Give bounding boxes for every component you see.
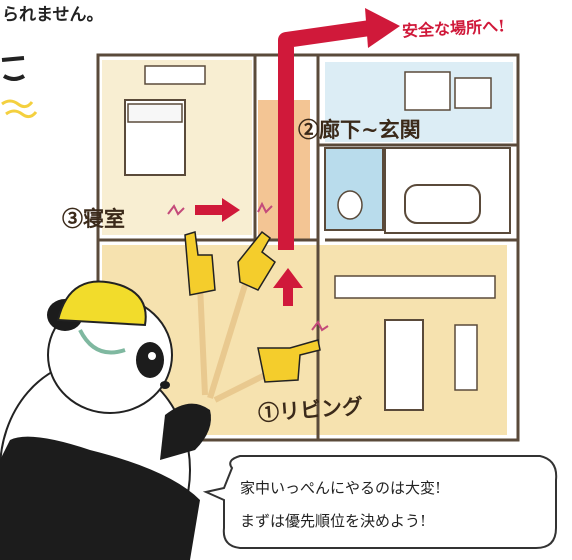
living-counter (334, 275, 496, 299)
panda-eye-patch (136, 342, 164, 378)
pointer-stick-2 (207, 284, 248, 399)
toilet (337, 190, 363, 220)
foam-finger-3 (257, 339, 321, 383)
tv-cabinet (454, 324, 478, 391)
room-label-bedroom: ③寝室 (62, 206, 125, 231)
evacuation-arrow-path (278, 20, 372, 250)
panda-arm (160, 403, 211, 460)
speech-bubble-line-2: まずは優先順位を決めよう! (240, 512, 427, 530)
bathtub (404, 184, 481, 224)
speech-bubble (202, 455, 558, 549)
room-label-hallway: ②廊下~玄関 (298, 117, 421, 142)
spark-marks (167, 201, 329, 332)
squiggle-decoration (1, 99, 34, 109)
panda-black-body (0, 436, 200, 560)
helmet-strap (78, 329, 126, 355)
living-arrow (273, 268, 303, 306)
foam-finger-2 (237, 230, 276, 291)
helmet (56, 280, 147, 327)
interior-walls (98, 55, 518, 440)
evacuation-arrow-head (365, 8, 400, 48)
bed-headboard (144, 65, 206, 85)
pointer-stick-1 (197, 284, 208, 396)
bedroom-arrow (195, 198, 240, 222)
partial-glyph (1, 56, 26, 81)
stove (454, 77, 492, 109)
sink-counter (404, 71, 451, 111)
sofa (384, 319, 424, 411)
top-caption-snippet: られません。 (2, 5, 104, 25)
speech-bubble-line-1: 家中いっぺんにやるのは大変! (240, 479, 442, 497)
panda-nose (160, 381, 170, 389)
foam-finger-1 (184, 231, 216, 296)
